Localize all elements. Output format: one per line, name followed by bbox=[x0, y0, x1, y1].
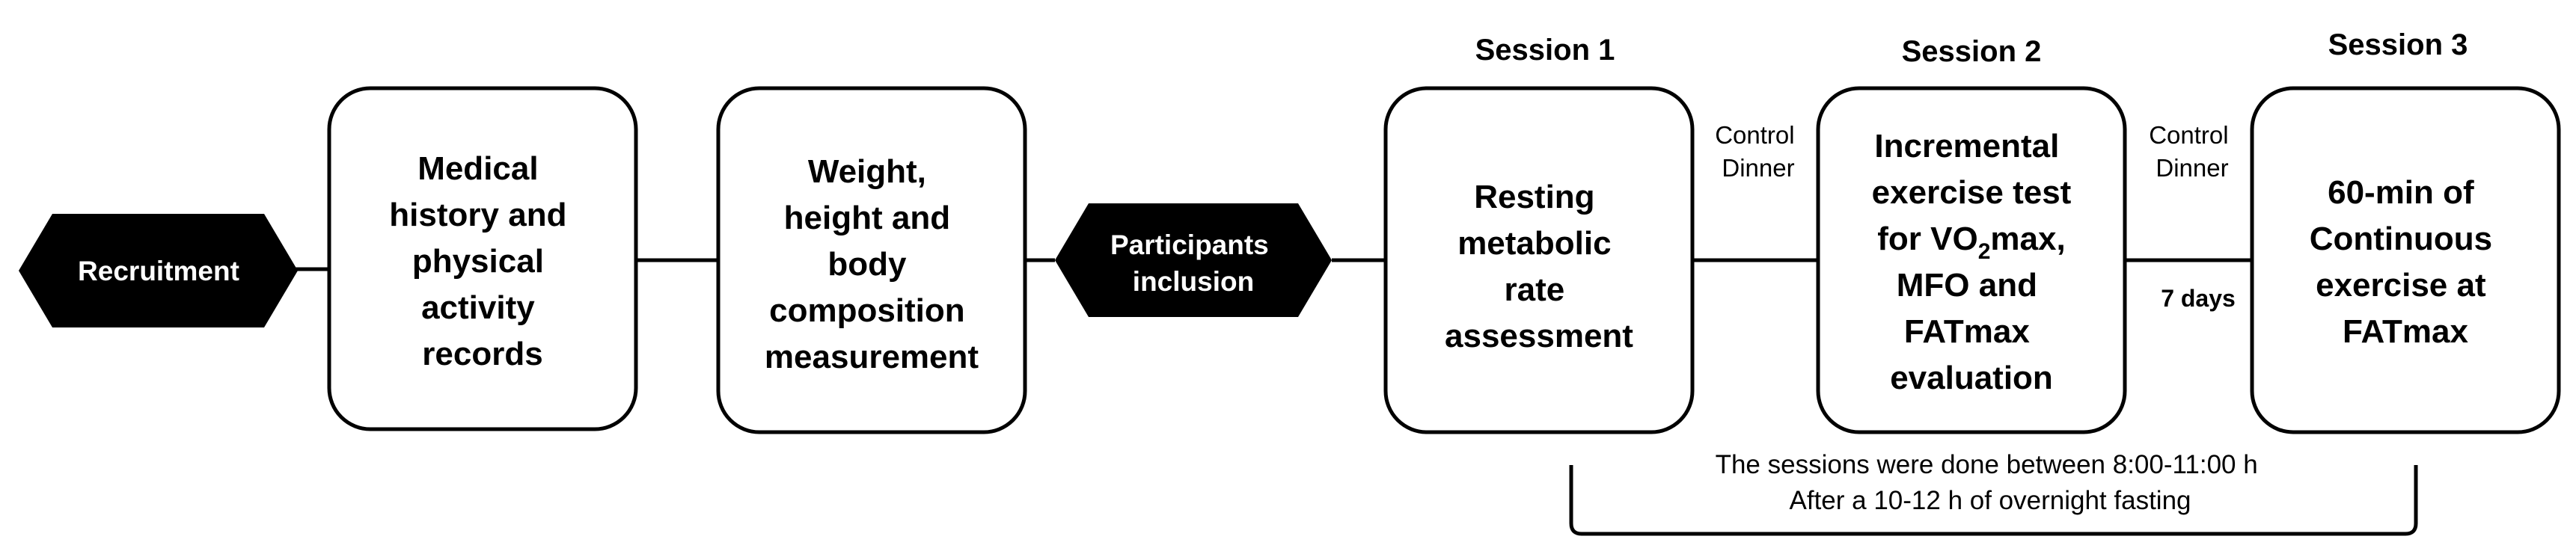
session-3-title: Session 3 bbox=[2328, 28, 2468, 61]
medical-history-node: Medical history and physical activity re… bbox=[327, 86, 638, 431]
recruitment-label: Recruitment bbox=[78, 256, 239, 286]
body-composition-box bbox=[716, 86, 1027, 434]
body-composition-node: Weight, height and body composition meas… bbox=[716, 86, 1027, 434]
inclusion-label: Participants inclusion bbox=[1110, 230, 1276, 297]
recruitment-node: Recruitment bbox=[19, 214, 298, 327]
recruitment-hexagon bbox=[19, 214, 298, 327]
session-2-label: Incremental exercise test bbox=[1872, 128, 2072, 211]
control-dinner-label-2: Control Dinner bbox=[2149, 121, 2236, 182]
inclusion-hexagon bbox=[1055, 203, 1332, 317]
session-2-box bbox=[1816, 86, 2127, 434]
session-2: Session 2 Incremental exercise test for … bbox=[1816, 35, 2127, 434]
sessions-note: The sessions were done between 8:00-11:0… bbox=[1716, 450, 2266, 515]
inclusion-node: Participants inclusion bbox=[1055, 203, 1332, 317]
session-2-label-rest: MFO and FATmax evaluation bbox=[1890, 267, 2053, 396]
connectors bbox=[296, 258, 2252, 271]
session-1-box bbox=[1383, 86, 1695, 434]
session-2-vo2max-line: for VO2max, bbox=[1877, 221, 2065, 264]
medical-history-label: Medical history and physical activity re… bbox=[389, 150, 575, 372]
session-3-label: 60-min of Continuous exercise at FATmax bbox=[2310, 174, 2502, 350]
medical-history-box bbox=[327, 86, 638, 431]
session-2-title: Session 2 bbox=[1902, 35, 2042, 68]
control-dinner-label-1: Control Dinner bbox=[1715, 121, 1802, 182]
body-composition-label: Weight, height and body composition meas… bbox=[765, 153, 979, 375]
session-1-label: Resting metabolic rate assessment bbox=[1445, 179, 1633, 354]
session-3: Session 3 60-min of Continuous exercise … bbox=[2250, 28, 2561, 434]
session-1: Session 1 Resting metabolic rate assessm… bbox=[1383, 34, 1695, 434]
session-1-title: Session 1 bbox=[1475, 34, 1615, 67]
interval-days-label: 7 days bbox=[2161, 285, 2236, 312]
sessions-bracket bbox=[1569, 465, 2418, 536]
session-3-box bbox=[2250, 86, 2561, 434]
